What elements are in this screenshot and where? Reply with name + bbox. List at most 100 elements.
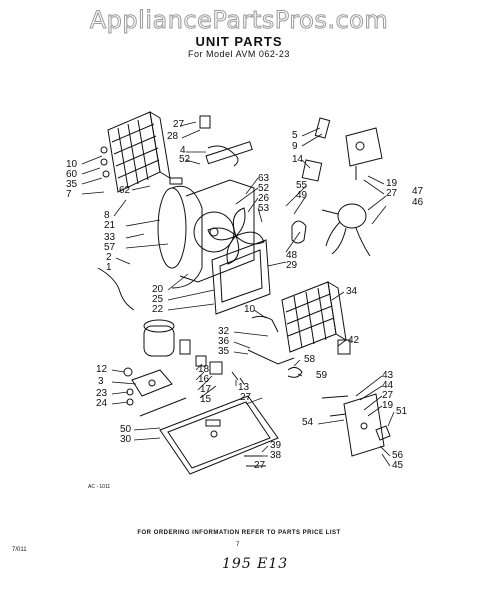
heater-strip xyxy=(205,141,253,165)
callout-39: 39 xyxy=(270,440,282,451)
callout-20: 20 xyxy=(152,284,164,295)
callout-9: 9 xyxy=(292,141,298,152)
callout-63: 63 xyxy=(258,173,270,184)
callout-35: 35 xyxy=(218,346,230,357)
callout-34: 34 xyxy=(346,286,358,297)
callout-47: 47 xyxy=(412,186,424,197)
callout-23: 23 xyxy=(96,388,108,399)
callout-46: 46 xyxy=(412,197,424,208)
callout-32: 32 xyxy=(218,326,230,337)
rail xyxy=(139,397,187,417)
callout-19: 19 xyxy=(382,400,394,411)
blower-scroll xyxy=(157,179,255,289)
callout-19: 19 xyxy=(386,178,398,189)
callout-10: 10 xyxy=(66,159,78,170)
callout-12: 12 xyxy=(96,364,108,375)
grommet xyxy=(195,355,207,367)
clip xyxy=(169,177,183,185)
callout-54: 54 xyxy=(302,417,314,428)
knob xyxy=(314,117,331,139)
clamp xyxy=(287,366,303,378)
callout-26: 26 xyxy=(258,193,270,204)
wire xyxy=(321,395,349,399)
control-box xyxy=(343,393,385,457)
control-bracket xyxy=(345,127,383,180)
base-pan xyxy=(159,395,279,475)
watermark-logo: AppliancePartsPros.com xyxy=(89,6,389,35)
callout-5: 5 xyxy=(292,130,298,141)
capacitor-terminal xyxy=(375,425,391,441)
fan-motor xyxy=(321,203,371,257)
callout-24: 24 xyxy=(96,398,108,409)
callout-1: 1 xyxy=(106,262,112,273)
callout-55: 55 xyxy=(296,180,308,191)
handwritten-note: 195 E13 xyxy=(222,556,289,572)
callout-50: 50 xyxy=(120,424,132,435)
callout-42: 42 xyxy=(348,335,360,346)
tube xyxy=(247,349,295,365)
callout-25: 25 xyxy=(152,294,164,305)
compressor-mount xyxy=(123,367,173,406)
callout-58: 58 xyxy=(304,354,316,365)
callout-38: 38 xyxy=(270,450,282,461)
bracket xyxy=(199,115,211,129)
callout-22: 22 xyxy=(152,304,164,315)
callout-16: 16 xyxy=(198,374,210,385)
callout-27: 27 xyxy=(382,390,394,401)
callout-60: 60 xyxy=(66,169,78,180)
callout-30: 30 xyxy=(120,434,132,445)
callout-3: 3 xyxy=(98,376,104,387)
callout-27: 27 xyxy=(254,460,266,471)
callout-18: 18 xyxy=(198,364,210,375)
compressor xyxy=(143,319,191,357)
callout-62: 62 xyxy=(119,185,131,196)
callout-21: 21 xyxy=(104,220,116,231)
callout-4: 4 xyxy=(180,145,186,156)
callout-15: 15 xyxy=(200,394,212,405)
overload xyxy=(179,339,191,355)
motor-mount xyxy=(291,220,307,244)
page-number: 7 xyxy=(236,542,240,548)
callout-28: 28 xyxy=(167,131,179,142)
condenser-fan-blade xyxy=(207,207,265,265)
ordering-footnote: FOR ORDERING INFORMATION REFER TO PARTS … xyxy=(137,530,341,536)
tube xyxy=(251,315,279,333)
callout-56: 56 xyxy=(392,450,404,461)
callout-43: 43 xyxy=(382,370,394,381)
callout-10: 10 xyxy=(244,304,256,315)
illustration-code: AC - 1011 xyxy=(88,484,111,490)
callout-57: 57 xyxy=(104,242,116,253)
evaporator-coil xyxy=(100,111,171,193)
callout-14: 14 xyxy=(292,154,304,165)
fan-shroud xyxy=(211,239,271,315)
callout-2: 2 xyxy=(106,252,112,263)
print-code: 7/011 xyxy=(12,547,27,553)
callout-52: 52 xyxy=(258,183,270,194)
model-subtitle: For Model AVM 062-23 xyxy=(188,49,290,59)
callout-17: 17 xyxy=(200,384,212,395)
callout-44: 44 xyxy=(382,380,394,391)
diagram-title: UNIT PARTS xyxy=(195,34,283,49)
wire xyxy=(329,413,347,417)
callout-27: 27 xyxy=(240,392,252,403)
condenser-coil xyxy=(281,281,347,353)
callout-29: 29 xyxy=(286,260,298,271)
terminal-box xyxy=(209,361,223,375)
relay xyxy=(337,339,351,355)
callout-33: 33 xyxy=(104,232,116,243)
callout-45: 45 xyxy=(392,460,404,471)
callout-27: 27 xyxy=(386,188,398,199)
screw xyxy=(231,371,245,385)
callout-48: 48 xyxy=(286,250,298,261)
callout-13: 13 xyxy=(238,382,250,393)
power-cord xyxy=(97,267,135,311)
callout-59: 59 xyxy=(316,370,328,381)
callout-27: 27 xyxy=(173,119,185,130)
capillary-tube xyxy=(207,145,239,167)
callout-7: 7 xyxy=(66,189,72,200)
leader-lines xyxy=(81,121,395,467)
selector-switch xyxy=(301,159,323,182)
